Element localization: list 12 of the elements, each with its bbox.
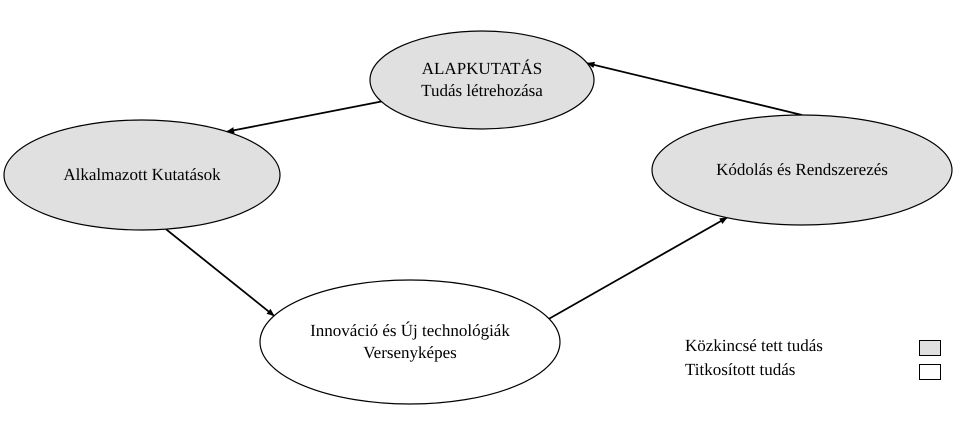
arrow [165,228,275,316]
node-text: Tudás létrehozása [421,80,543,102]
node-title: ALAPKUTATÁS [422,58,542,80]
arrow [586,62,802,116]
node-title: Innováció és Új technológiák [310,320,510,342]
arrow [548,216,728,320]
node-text: Kódolás és Rendszerezés [716,159,888,181]
node-text: Alkalmazott Kutatások [63,164,221,186]
legend-text: Közkincsé tett tudás [685,336,823,356]
legend-text: Titkosított tudás [685,360,796,380]
arrow [226,100,382,134]
node-text: Versenyképes [363,342,457,364]
